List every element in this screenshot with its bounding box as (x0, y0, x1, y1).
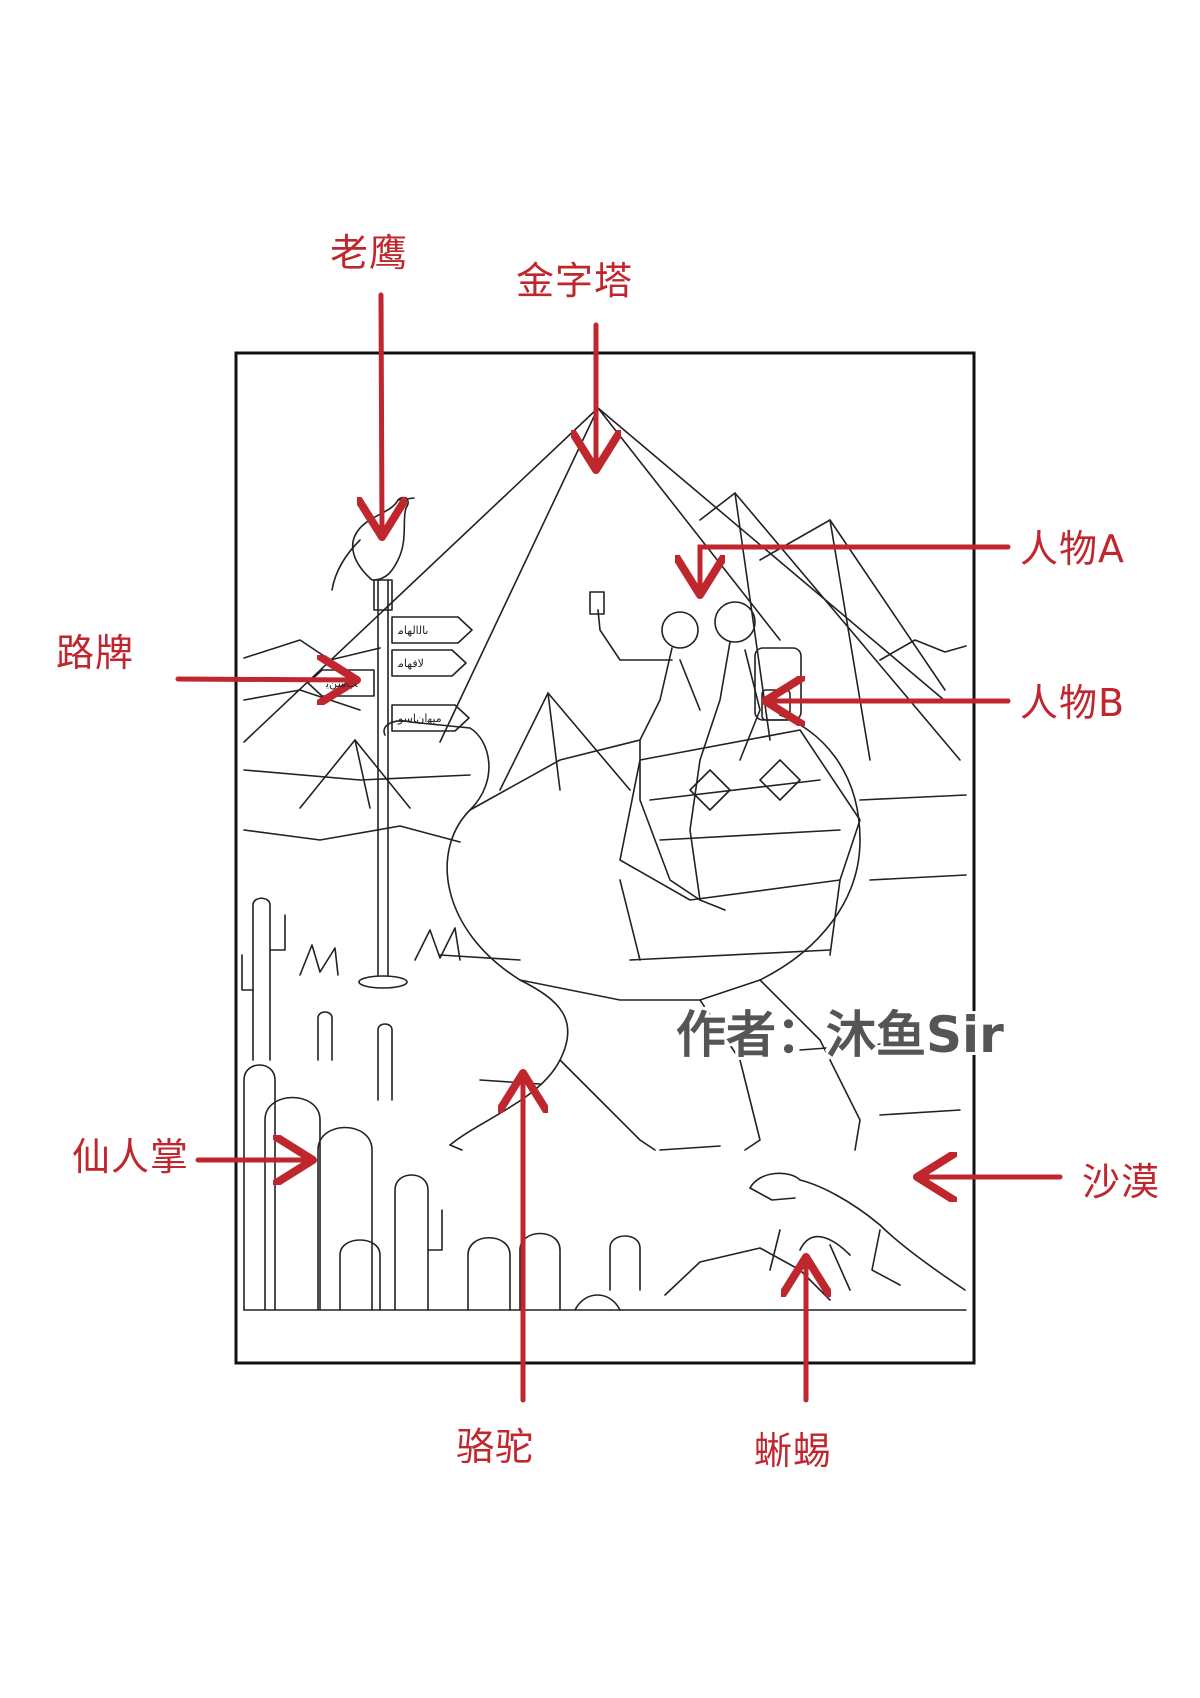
person-b-drawing (689, 601, 802, 911)
annotation-arrows (175, 292, 1063, 1403)
camel-drawing (383, 714, 861, 1151)
label-eagle: 老鹰 (330, 231, 409, 275)
label-person-a: 人物A (1020, 527, 1125, 571)
label-desert: 沙漠 (1082, 1160, 1161, 1204)
sign-text: ىاﻟاﻟﻬﺎﻣ (397, 624, 429, 637)
cactus-cluster (241, 897, 967, 1311)
sign-text: ﺐﺳﻦﻳ (325, 677, 358, 690)
camel-blanket (619, 729, 861, 961)
label-camel: 骆驼 (456, 1425, 535, 1469)
small-pyramid (299, 692, 631, 809)
label-pyramid: 金字塔 (516, 259, 634, 303)
sign-text: ﻟﺎﻓﻬﺎﻣ (397, 657, 424, 670)
label-person-b: 人物B (1020, 681, 1126, 725)
sign-text: ﻣﻴﻬﺍﻥﺎﺳﻮ (397, 712, 442, 725)
label-cactus: 仙人掌 (72, 1135, 190, 1179)
person-a-drawing (589, 591, 701, 901)
illustration-frame (234, 351, 976, 1365)
eagle-drawing (331, 496, 415, 591)
right-pyramids (699, 492, 961, 761)
agave-plants (299, 927, 461, 976)
arrow-person-a (700, 544, 1011, 590)
arrow-signpost (175, 679, 352, 680)
label-lizard: 蜥蜴 (754, 1429, 833, 1473)
lizard-rock-drawing (664, 1172, 966, 1301)
author-watermark: 作者：沐鱼Sir (676, 1006, 1004, 1064)
arrow-eagle (381, 292, 382, 532)
label-signpost: 路牌 (56, 631, 135, 675)
